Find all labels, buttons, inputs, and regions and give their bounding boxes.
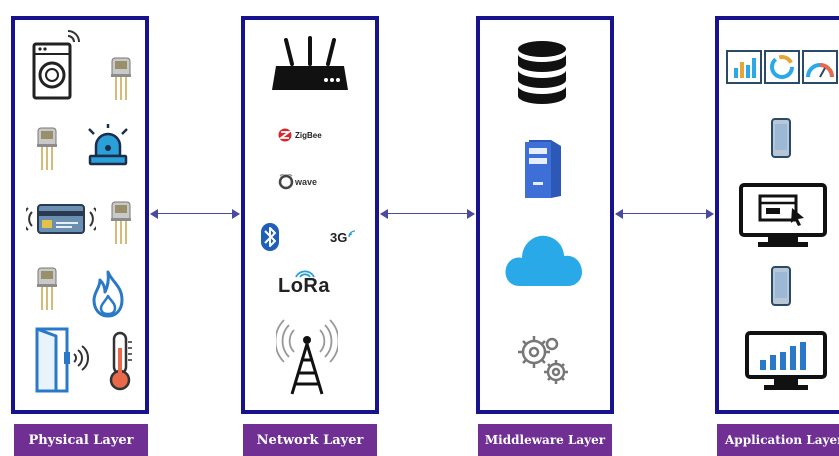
- sensor-icon: [111, 57, 131, 100]
- signal-icon: [348, 230, 356, 238]
- lora-logo: LoRa: [278, 268, 338, 302]
- web-app-monitor-icon: [739, 183, 827, 247]
- bluetooth-icon: [261, 223, 279, 251]
- physical-layer-label: Physical Layer: [14, 424, 148, 456]
- zwave-icon: [278, 174, 294, 190]
- lora-text: LoRa: [278, 275, 330, 297]
- middleware-layer-label: Middleware Layer: [478, 424, 612, 456]
- 3g-text: 3G: [330, 230, 348, 245]
- zwave-text: wave: [295, 177, 318, 187]
- analytics-monitor-icon: [745, 331, 827, 390]
- middleware-application-connector: [615, 208, 714, 219]
- sensor-icon: [37, 267, 57, 310]
- cloud-icon: [505, 235, 582, 286]
- washing-machine-icon: [32, 30, 80, 100]
- smartphone-icon: [771, 266, 791, 306]
- zwave-logo: wave: [278, 174, 317, 190]
- door-sensor-icon: [35, 327, 89, 393]
- zigbee-text: ZigBee: [295, 130, 322, 140]
- 3g-icon: 3G: [330, 230, 356, 245]
- sensor-icon: [111, 201, 131, 244]
- lora-waves-icon: [295, 270, 315, 278]
- thermometer-icon: [109, 331, 132, 391]
- server-icon: [525, 140, 561, 198]
- physical-network-connector: [150, 208, 240, 219]
- application-layer-label: Application Layer: [717, 424, 839, 456]
- network-middleware-connector: [380, 208, 475, 219]
- radio-tower-icon: [276, 319, 338, 395]
- sensor-icon: [37, 127, 57, 170]
- network-layer-label: Network Layer: [243, 424, 377, 456]
- zigbee-icon: [278, 128, 292, 142]
- fire-icon: [92, 270, 124, 318]
- gears-icon: [518, 336, 568, 384]
- router-icon: [272, 36, 348, 90]
- database-icon: [518, 41, 566, 104]
- smartphone-icon: [771, 118, 791, 158]
- dashboard-widgets-icon: [726, 50, 838, 84]
- alarm-light-icon: [88, 124, 128, 166]
- card-reader-icon: [26, 204, 96, 234]
- zigbee-logo: ZigBee: [278, 128, 322, 142]
